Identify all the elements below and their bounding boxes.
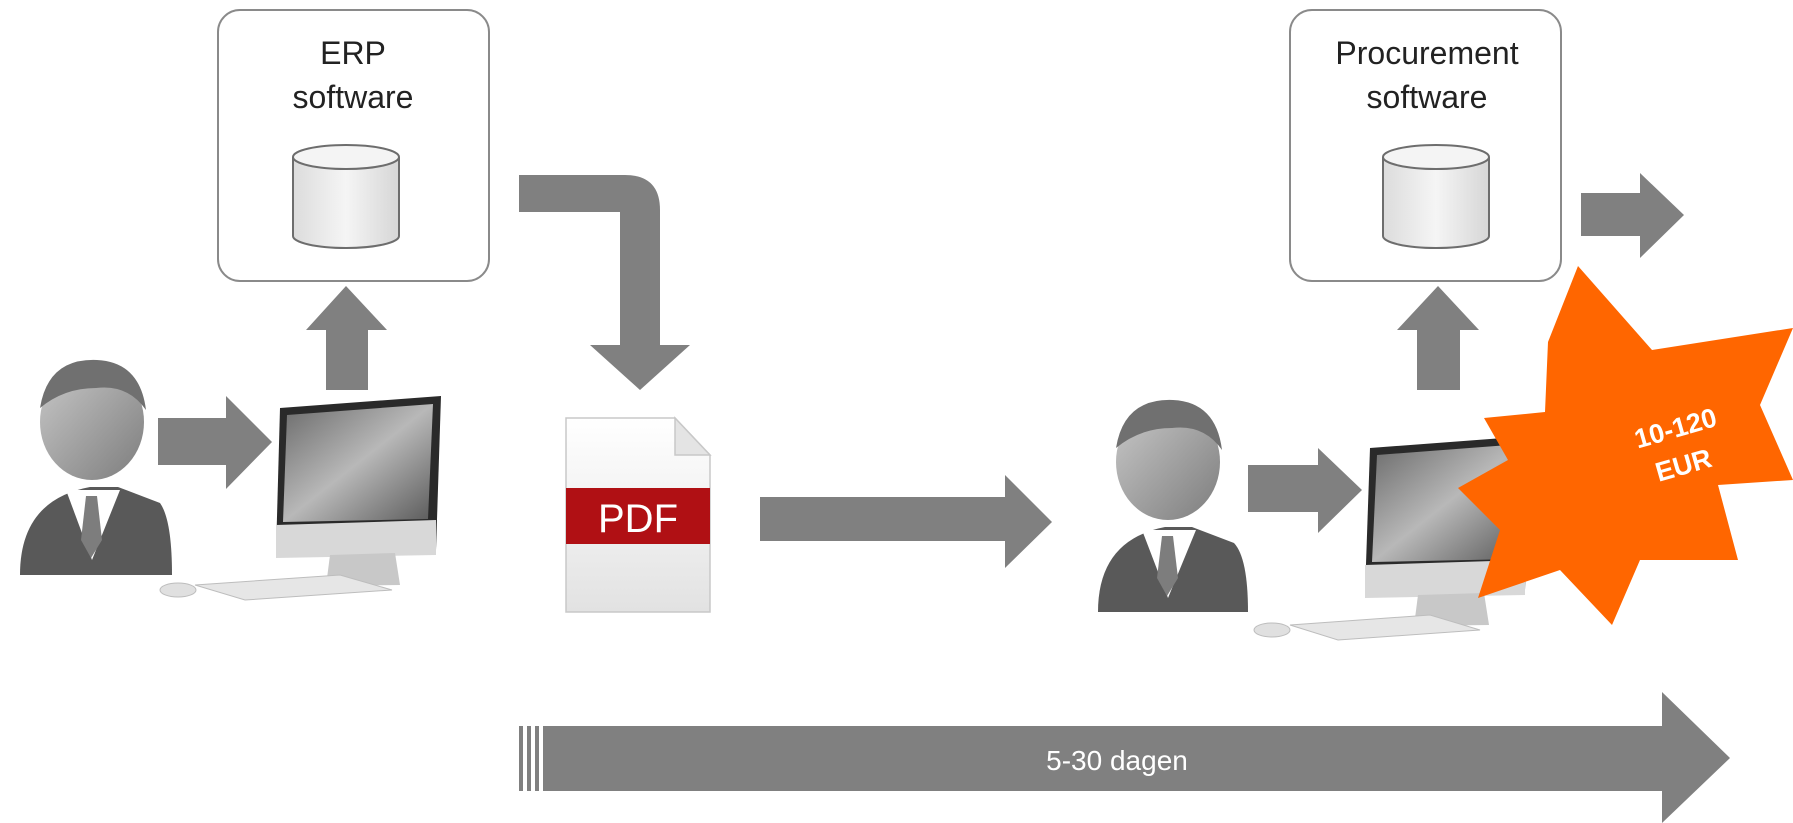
up-arrow-to-erp [306, 286, 387, 390]
computer-icon [159, 396, 441, 601]
database-icon [1382, 144, 1490, 249]
user-icon [1098, 399, 1248, 612]
timeline-arrow: 5-30 dagen [519, 692, 1730, 823]
erp-label-line1: ERP [320, 35, 386, 71]
right-arrow-person-to-computer [158, 396, 272, 489]
output-arrow [1581, 173, 1684, 258]
erp-label-line2: software [293, 79, 414, 115]
user-icon [20, 359, 172, 575]
timeline-label: 5-30 dagen [1046, 745, 1188, 776]
procurement-label-line2: software [1367, 79, 1488, 115]
bent-arrow-erp-to-pdf [519, 175, 690, 390]
pdf-document-icon: PDF [565, 416, 712, 613]
right-arrow-pdf-to-person [760, 475, 1052, 568]
pdf-label: PDF [598, 497, 678, 541]
procurement-software-box: Procurement software [1289, 9, 1562, 282]
up-arrow-to-procurement [1397, 286, 1479, 390]
procurement-label-line1: Procurement [1335, 35, 1518, 71]
database-icon [292, 144, 400, 249]
cost-burst: 10-120 EUR [1458, 266, 1793, 625]
right-arrow-person-to-computer-2 [1248, 448, 1362, 533]
erp-software-box: ERP software [217, 9, 490, 282]
